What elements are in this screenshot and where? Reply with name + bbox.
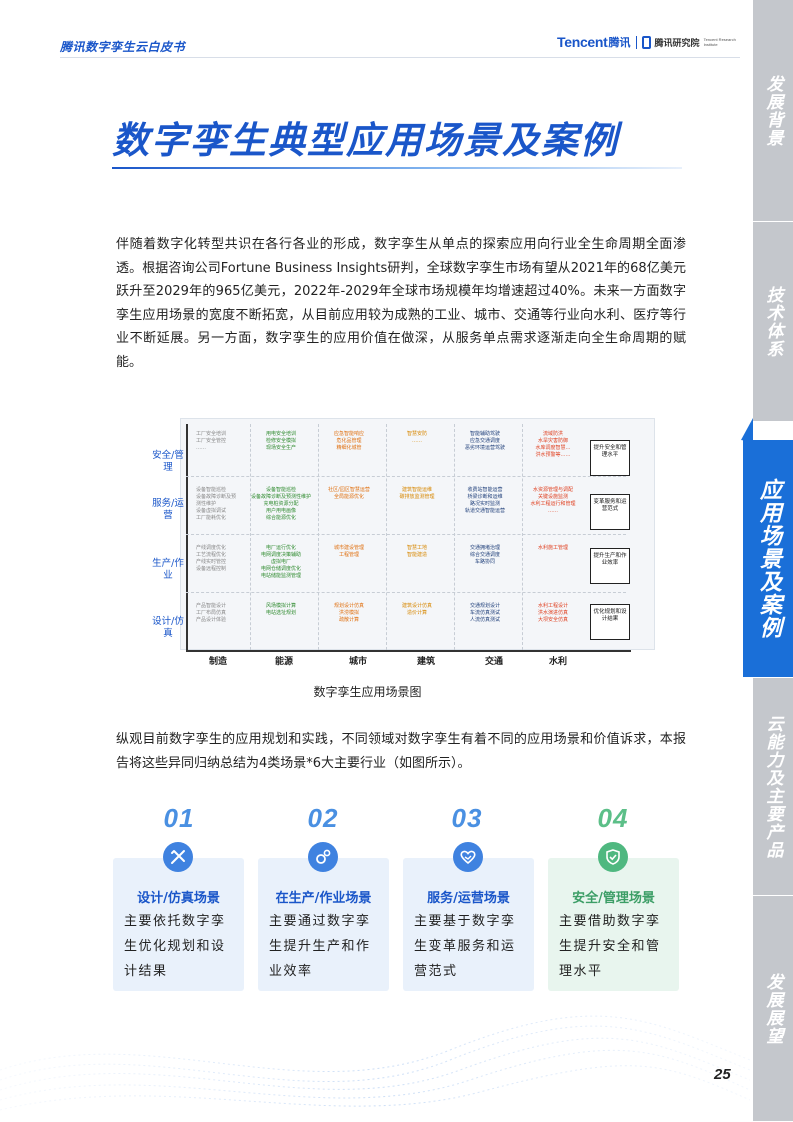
diagram-cell: 交通拥堵治理 综合交通调度 车路协同 <box>469 545 500 565</box>
gears-icon <box>308 842 338 872</box>
page-number: 25 <box>714 1066 731 1083</box>
scenario-card-safety <box>548 858 679 991</box>
x-label-transport: 交通 <box>484 657 503 667</box>
value-box-production: 提升生产和作业效率 <box>590 548 630 584</box>
summary-paragraph: 纵观目前数字孪生的应用规划和实践，不同领域对数字孪生有着不同的应用场景和价值诉求… <box>116 732 686 771</box>
diagram-caption: 数字孪生应用场景图 <box>0 683 793 700</box>
scenario-description: 主要依托数字孪生优化规划和设计结果 <box>124 914 226 979</box>
institute-logo-icon <box>641 35 651 49</box>
chapter-tab-label: 云能力及主要产品 <box>762 714 783 859</box>
scenario-title: 安全/管理场景 <box>572 891 655 906</box>
diagram-cell: 城市建设管理 工程管理 <box>333 545 364 558</box>
diagram-cell: 电厂运行优化 电网调度决策辅助 虚拟电厂 电网仓储调度优化 电站储能监测管理 <box>260 545 301 579</box>
chapter-tab-label: 发展背景 <box>762 74 783 147</box>
chapter-tab-label: 应用场景及案例 <box>756 478 781 639</box>
row-divider <box>186 592 626 593</box>
col-divider <box>522 424 523 650</box>
x-label-energy: 能源 <box>274 657 293 667</box>
y-label-production: 生产/作业 <box>152 558 184 581</box>
diagram-cell: 水资源管理与调配 关键设施监测 水利工程运行和管理 …… <box>530 487 576 514</box>
diagram-cell: 设备智能巡检 设备故障诊断及预 测性维护 设备虚拟调试 工厂能耗优化 <box>196 487 237 521</box>
scenario-card-design <box>113 858 244 991</box>
institute-name: 腾讯研究院 <box>654 38 700 49</box>
x-axis <box>186 650 631 652</box>
chapter-tab-outlook[interactable]: 发展展望 <box>753 896 793 1122</box>
diagram-cell: 交通规划设计 车流仿真测试 人流仿真测试 <box>469 603 500 623</box>
diagram-cell: 工厂安全培训 工厂安全管控 …… <box>196 431 227 451</box>
header-logos: Tencent 腾讯 腾讯研究院 Tencent Research Instit… <box>557 34 740 50</box>
diagram-cell: 社区/园区智慧运营 全局能源优化 <box>328 487 370 500</box>
value-box-design: 优化规划和设计结果 <box>590 604 630 640</box>
y-label-design: 设计/仿真 <box>152 616 184 639</box>
diagram-cell: 智能辅助驾驶 应急交通调度 恶劣环境运营驾驶 <box>464 431 505 451</box>
scenario-title: 设计/仿真场景 <box>137 891 220 906</box>
page-title: 数字孪生典型应用场景及案例 <box>112 119 619 162</box>
shield-check-icon <box>598 842 628 872</box>
diagram-cell: 用电安全培训 检修安全模拟 现场安全生产 <box>265 431 296 451</box>
scenario-card-service <box>403 858 534 991</box>
col-divider <box>386 424 387 650</box>
value-box-safety: 提升安全和管理水平 <box>590 440 630 476</box>
chapter-tab-scenarios[interactable]: 应用场景及案例 <box>743 440 793 678</box>
x-label-construction: 建筑 <box>416 657 435 667</box>
scenario-number: 03 <box>451 803 483 833</box>
diagram-caption-text: 数字孪生应用场景图 <box>313 685 422 699</box>
row-divider <box>186 476 626 477</box>
diagram-cell: 水利工程设计 洪水演进仿真 大坝安全仿真 <box>537 603 568 623</box>
chapter-tab-tech[interactable]: 技术体系 <box>753 222 793 422</box>
header-divider <box>635 35 637 49</box>
y-axis <box>186 424 188 650</box>
diagram-cell: 产线调度优化 工艺流程优化 产线实时管控 设备远程控制 <box>196 545 227 572</box>
tencent-logo: Tencent <box>557 34 608 50</box>
diagram-cell: 建筑设计仿真 造价计算 <box>401 603 432 616</box>
title-underline <box>112 167 682 169</box>
y-label-safety: 安全/管理 <box>152 450 184 473</box>
row-divider <box>186 534 626 535</box>
x-label-city: 城市 <box>348 657 367 667</box>
value-box-service: 变革服务和运营范式 <box>590 494 630 530</box>
decorative-wave-pattern <box>0 1015 750 1111</box>
chapter-tab-label: 技术体系 <box>762 285 783 358</box>
diagram-cell: 收费站智能运营 桥梁诊断和运维 路况实时监测 轨道交通智能运营 <box>464 487 505 514</box>
diagram-cell: 风场模拟计算 电站选址规划 <box>265 603 296 616</box>
diagram-cell: 建筑智能运维 碳排放监测管理 <box>399 487 435 500</box>
x-label-manufacturing: 制造 <box>208 657 227 667</box>
tencent-logo-cn: 腾讯 <box>608 36 631 49</box>
diagram-cell: 规划设计仿真 洪涝模拟 疏散计算 <box>333 603 364 623</box>
chapter-nav: 发展背景 技术体系 应用场景及案例 云能力及主要产品 发展展望 <box>741 0 793 1122</box>
active-tab-notch-icon <box>741 418 753 442</box>
scenario-description: 主要借助数字孪生提升安全和管理水平 <box>559 914 661 979</box>
diagram-cell: 水利施工管理 <box>537 545 568 551</box>
scenario-number: 04 <box>597 803 629 833</box>
chapter-tab-background[interactable]: 发展背景 <box>753 0 793 222</box>
scenario-number: 02 <box>307 803 339 833</box>
y-label-service: 服务/运营 <box>152 498 184 521</box>
scenario-card-production <box>258 858 389 991</box>
scenario-title: 在生产/作业场景 <box>275 891 372 906</box>
chapter-tab-label: 发展展望 <box>762 972 783 1045</box>
scenario-diagram: 安全/管理 服务/运营 生产/作业 设计/仿真 工厂安全培训 工厂安全管控 ……… <box>150 418 655 667</box>
diagram-cell: 应急智能响应 危化品管理 精细化城管 <box>333 431 364 451</box>
diagram-cell: 设备智能巡检 设备故障诊断及预测性维护 充电桩资源分配 用户用电画像 综合能源优… <box>250 487 311 521</box>
x-label-water: 水利 <box>548 657 567 667</box>
design-tools-icon <box>163 842 193 872</box>
col-divider <box>318 424 319 650</box>
header-title: 腾讯数字孪生云白皮书 <box>60 40 186 54</box>
institute-name-en: Tencent Research Institute <box>703 37 736 47</box>
intro-paragraph: 伴随着数字化转型共识在各行各业的形成，数字孪生从单点的探索应用向行业全生命周期全… <box>116 237 686 370</box>
diagram-cell: 智慧工地 智能建造 <box>406 545 427 558</box>
chapter-tab-products[interactable]: 云能力及主要产品 <box>753 678 793 896</box>
diagram-cell: 流域防洪 水旱灾害防御 水库调度智慧… 洪水预警等…… <box>535 431 571 458</box>
header-divider-line <box>60 57 740 58</box>
scenario-description: 主要基于数字孪生变革服务和运营范式 <box>414 914 516 979</box>
scenario-title: 服务/运营场景 <box>427 891 510 906</box>
scenario-number: 01 <box>163 803 195 833</box>
handshake-icon <box>453 842 483 872</box>
col-divider <box>250 424 251 650</box>
diagram-cell: 产品智能设计 工厂布局仿真 产品设计体验 <box>196 603 227 623</box>
scenario-description: 主要通过数字孪生提升生产和作业效率 <box>269 914 371 979</box>
col-divider <box>454 424 455 650</box>
diagram-cell: 智慧安防 …… <box>406 431 427 444</box>
